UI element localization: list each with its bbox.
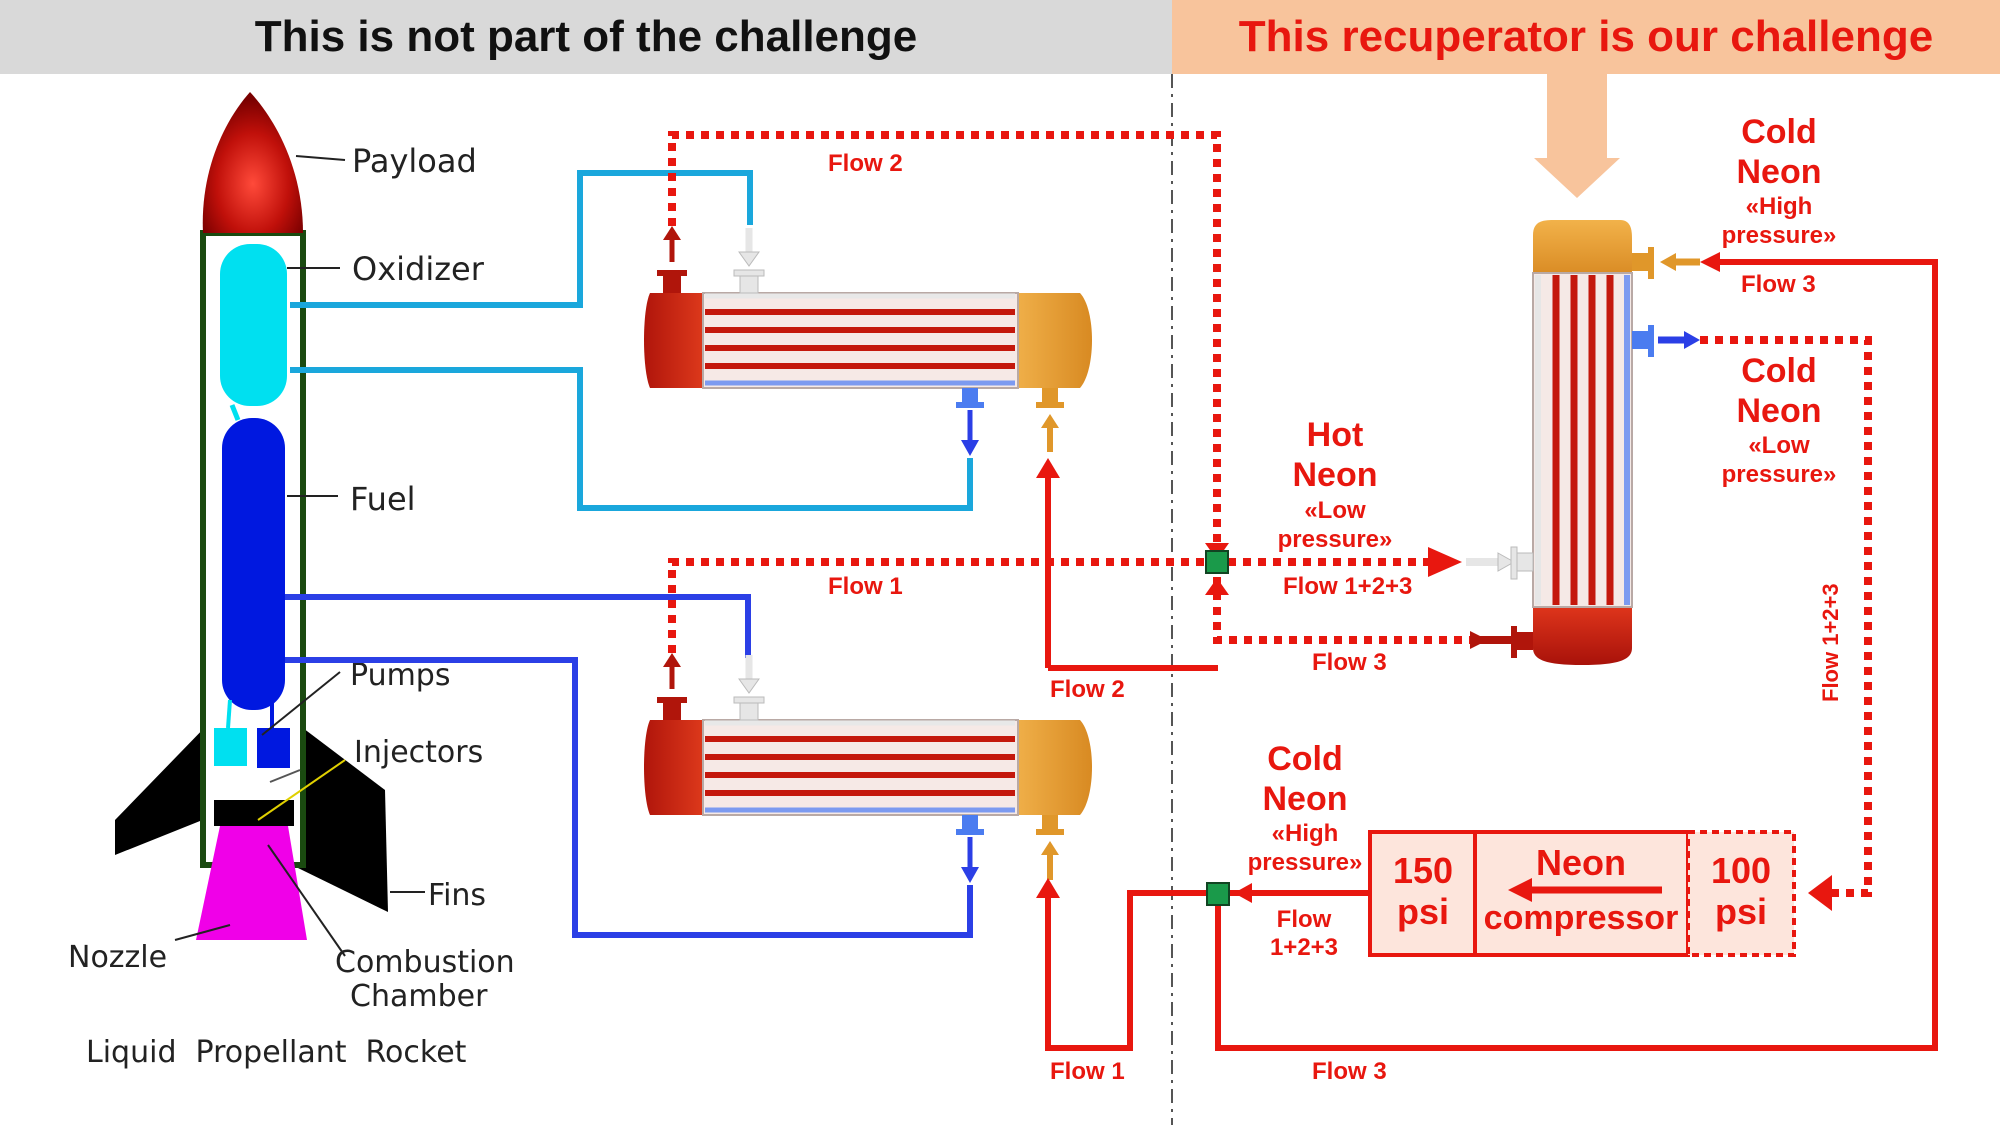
- cold-neon-arrowheads: [1036, 252, 1720, 903]
- recuperator-outlet-arrowhead: [1684, 331, 1700, 349]
- cold-high-top-l4: pressure»: [1722, 222, 1837, 249]
- oxidizer-line-out: [290, 170, 753, 308]
- banner-not-challenge: This is not part of the challenge: [0, 0, 1172, 74]
- cold-high-bottom-l2: Neon: [1263, 780, 1348, 818]
- hot-neon-dotted-lines: [668, 131, 1872, 897]
- inlet-pressure-value: 100: [1711, 850, 1771, 891]
- hot-neon-l1: Hot: [1307, 416, 1364, 454]
- label-flow2-top: Flow 2: [828, 150, 903, 177]
- banner-challenge: This recuperator is our challenge: [1172, 0, 2000, 74]
- recuperator: [1510, 220, 1654, 665]
- rocket-caption: Liquid Propellant Rocket: [86, 1035, 467, 1070]
- left-fin: [115, 722, 215, 855]
- label-fins: Fins: [428, 878, 486, 913]
- cold-high-bottom-l4: pressure»: [1248, 849, 1363, 876]
- label-flow3-return: Flow 3: [1312, 649, 1387, 676]
- recuperator-inlet-arrowhead: [1660, 253, 1676, 271]
- label-oxidizer: Oxidizer: [352, 250, 485, 288]
- neon-compressor: [1368, 830, 1796, 957]
- oxidizer-pump: [214, 728, 247, 766]
- outlet-pressure-unit: psi: [1397, 891, 1449, 932]
- payload-nose: [202, 92, 303, 233]
- cold-low-l3: «Low: [1748, 432, 1810, 459]
- label-combustion-2: Chamber: [350, 979, 488, 1014]
- label-flow123-vertical: Flow 1+2+3: [1818, 583, 1843, 702]
- right-fin: [295, 722, 388, 912]
- hot-neon-l2: Neon: [1293, 456, 1378, 494]
- label-pumps: Pumps: [350, 658, 450, 693]
- propellant-lines: [285, 170, 973, 938]
- compressor-labels: 150 psi Neon compressor 100 psi: [1393, 842, 1771, 937]
- label-flow123-comp-2: 1+2+3: [1270, 934, 1338, 961]
- cold-low-l1: Cold: [1741, 352, 1817, 390]
- flow-labels: Flow 2 Flow 1 Flow 2 Flow 1 Flow 3 Flow …: [828, 150, 1843, 1085]
- label-flow1-mid: Flow 1: [828, 573, 903, 600]
- label-flow3-top: Flow 3: [1741, 271, 1816, 298]
- inlet-stub-arrowhead: [1497, 552, 1516, 572]
- pump-line-ox: [226, 699, 232, 729]
- challenge-pointer-arrow: [1534, 74, 1620, 198]
- label-payload: Payload: [352, 142, 477, 180]
- heat-exchanger-fuel: [644, 696, 1092, 835]
- cold-low-l4: pressure»: [1722, 461, 1837, 488]
- oxidizer-tank: [220, 244, 287, 406]
- exchanger-port-arrows: [663, 226, 1059, 883]
- nozzle: [196, 826, 307, 940]
- cold-high-top-l2: Neon: [1737, 153, 1822, 191]
- cold-high-bottom-l1: Cold: [1267, 740, 1343, 778]
- label-flow123-comp-1: Flow: [1277, 906, 1332, 933]
- cold-high-top-l1: Cold: [1741, 113, 1817, 151]
- hot-neon-l3: «Low: [1304, 497, 1366, 524]
- label-nozzle: Nozzle: [68, 940, 167, 975]
- compressor-name-1: Neon: [1536, 842, 1626, 883]
- label-injectors: Injectors: [354, 735, 483, 770]
- oxidizer-line-return: [290, 367, 973, 511]
- heat-exchanger-oxidizer: [644, 269, 1092, 408]
- cold-high-bottom-l3: «High: [1272, 820, 1339, 847]
- fuel-tank: [222, 418, 285, 710]
- inlet-pressure-unit: psi: [1715, 891, 1767, 932]
- junction-cold: [1206, 882, 1230, 906]
- label-combustion-1: Combustion: [335, 945, 515, 980]
- hot-neon-l4: pressure»: [1278, 526, 1393, 553]
- label-flow3-bottom: Flow 3: [1312, 1058, 1387, 1085]
- rocket: Payload Oxidizer Fuel Pumps Injectors Fi…: [68, 92, 515, 1070]
- fuel-line-out: [285, 594, 751, 658]
- cold-high-top-l3: «High: [1746, 193, 1813, 220]
- fuel-line-return: [285, 657, 973, 938]
- cold-low-l2: Neon: [1737, 392, 1822, 430]
- label-flow123-mix: Flow 1+2+3: [1283, 573, 1412, 600]
- label-fuel: Fuel: [350, 480, 416, 518]
- neon-state-labels: Hot Neon «Low pressure» Cold Neon «High …: [1248, 113, 1837, 876]
- compressor-name-2: compressor: [1484, 899, 1679, 937]
- label-flow2-riser: Flow 2: [1050, 676, 1125, 703]
- label-flow1-bottom: Flow 1: [1050, 1058, 1125, 1085]
- banner-left-text: This is not part of the challenge: [254, 12, 918, 61]
- junction-hot: [1205, 550, 1229, 574]
- outlet-pressure-value: 150: [1393, 850, 1453, 891]
- banner-right-text: This recuperator is our challenge: [1238, 12, 1934, 61]
